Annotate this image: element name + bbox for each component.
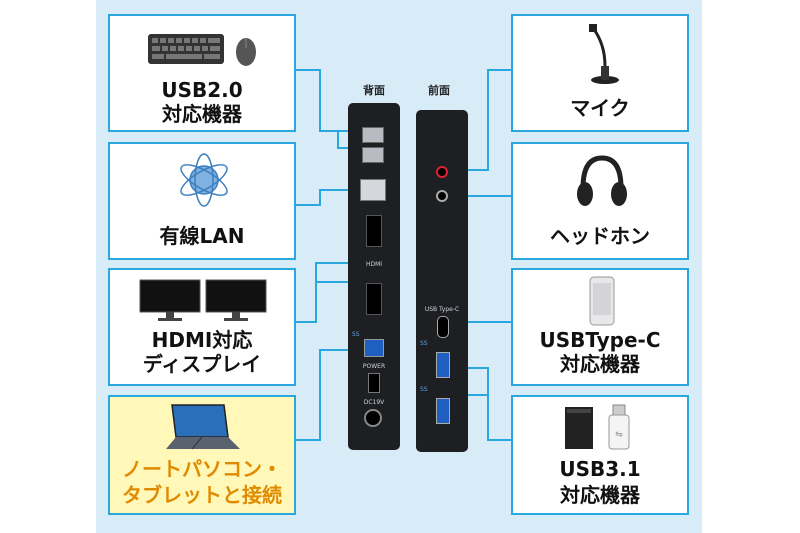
laptop-label-line2: タブレットと接続 bbox=[122, 483, 282, 507]
microphone-icon bbox=[581, 24, 625, 90]
front-ss-label-1: SS bbox=[420, 340, 428, 347]
box-microphone: マイク bbox=[511, 14, 689, 132]
hdmi-port-2 bbox=[366, 283, 382, 315]
hdmi-label: HDMI bbox=[365, 261, 383, 268]
front-ss-label-2: SS bbox=[420, 386, 428, 393]
lan-port bbox=[360, 179, 386, 201]
headphone-jack bbox=[436, 190, 448, 202]
dock-front-panel: USB Type-C SS SS bbox=[416, 110, 468, 452]
usb-b-port bbox=[364, 339, 384, 357]
hdmi-label-line2: ディスプレイ bbox=[142, 352, 262, 376]
typec-label-line1: USBType-C bbox=[539, 328, 661, 352]
front-header: 前面 bbox=[428, 84, 450, 97]
back-ss-label: SS bbox=[352, 331, 360, 338]
headphones-icon bbox=[575, 154, 629, 214]
headphone-label: ヘッドホン bbox=[550, 224, 650, 248]
usb20-label-line2: 対応機器 bbox=[162, 102, 242, 126]
usb2-port-1 bbox=[362, 127, 384, 143]
usb20-label-line1: USB2.0 bbox=[161, 78, 243, 102]
box-headphones: ヘッドホン bbox=[511, 142, 689, 260]
back-header: 背面 bbox=[363, 84, 385, 97]
mic-label: マイク bbox=[570, 96, 630, 120]
usb-typec-port bbox=[437, 316, 449, 338]
box-wired-lan: 有線LAN bbox=[108, 142, 296, 260]
box-usb-typec-devices: USBType-C 対応機器 bbox=[511, 268, 689, 386]
dock-back-panel: HDMI SS POWER DC19V bbox=[348, 103, 400, 450]
power-switch bbox=[368, 373, 380, 393]
usb31-label-line2: 対応機器 bbox=[560, 483, 640, 507]
mic-jack bbox=[436, 166, 448, 178]
usb2-port-2 bbox=[362, 147, 384, 163]
usb31-port-2 bbox=[436, 398, 450, 424]
tablet-laptop-icon bbox=[162, 403, 246, 455]
svg-text:⇋: ⇋ bbox=[615, 430, 623, 440]
box-hdmi-display: HDMI対応 ディスプレイ bbox=[108, 268, 296, 386]
laptop-label-line1: ノートパソコン・ bbox=[122, 457, 282, 481]
power-label: POWER bbox=[362, 363, 386, 370]
typec-label: USB Type-C bbox=[424, 306, 460, 313]
usb31-label-line1: USB3.1 bbox=[559, 457, 641, 481]
keyboard-mouse-icon bbox=[148, 30, 258, 74]
box-laptop-tablet: ノートパソコン・ タブレットと接続 bbox=[108, 395, 296, 515]
lan-label: 有線LAN bbox=[159, 224, 245, 248]
box-usb31-devices: ⇋ USB3.1 対応機器 bbox=[511, 395, 689, 515]
hdmi-label-line1: HDMI対応 bbox=[151, 328, 253, 352]
network-globe-icon bbox=[176, 152, 232, 212]
dc-jack bbox=[364, 409, 382, 427]
smartphone-icon bbox=[589, 276, 615, 330]
hdmi-port-1 bbox=[366, 215, 382, 247]
typec-label-line2: 対応機器 bbox=[560, 352, 640, 376]
usb31-port-1 bbox=[436, 352, 450, 378]
box-usb20-devices: USB2.0 対応機器 bbox=[108, 14, 296, 132]
dual-monitor-icon bbox=[138, 278, 270, 326]
hdd-usb-stick-icon: ⇋ bbox=[563, 403, 643, 455]
dc-label: DC19V bbox=[363, 399, 385, 406]
